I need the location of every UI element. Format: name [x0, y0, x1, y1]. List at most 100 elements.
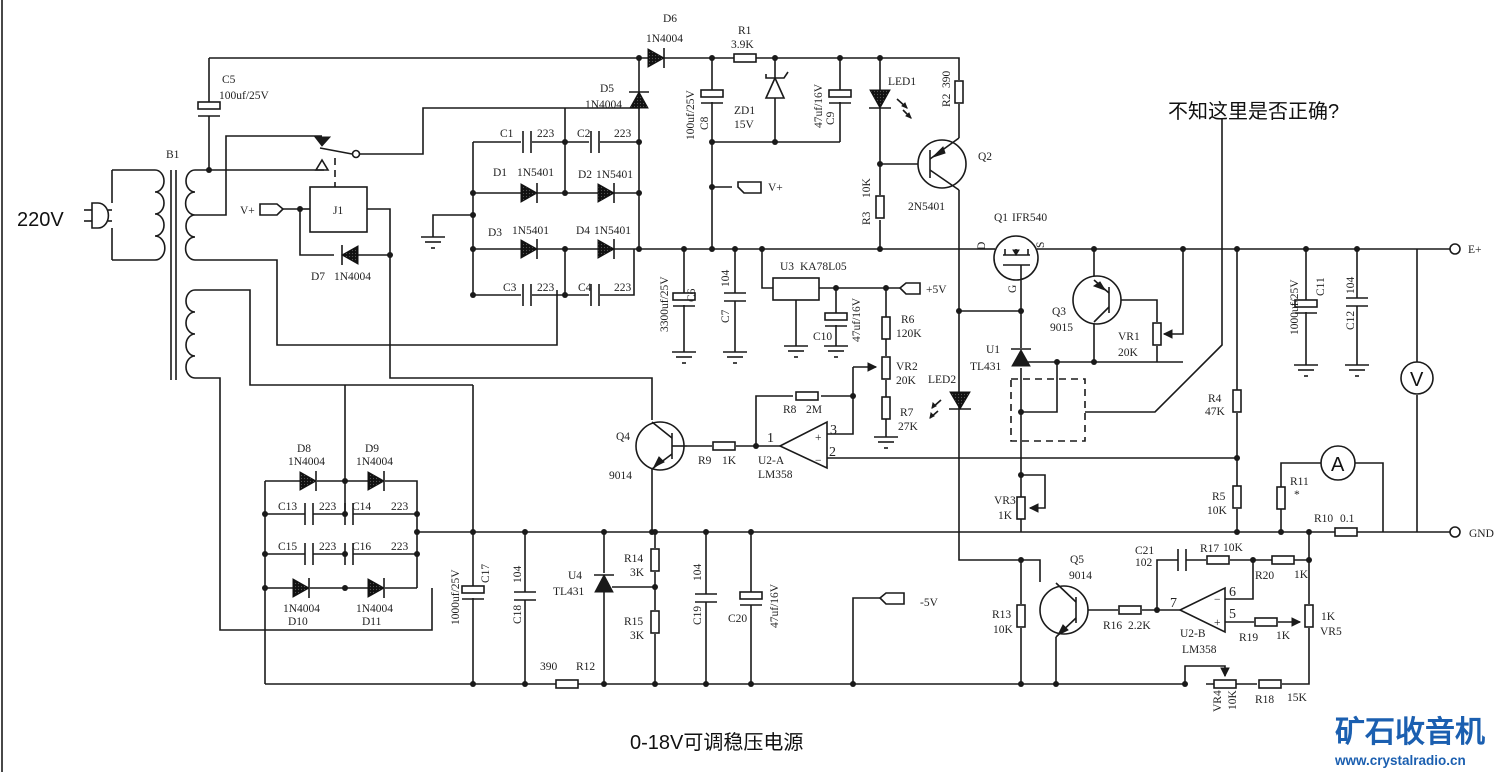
junction-dot [470, 212, 476, 218]
junction-dot [470, 246, 476, 252]
label-led1: LED1 [888, 76, 916, 88]
label-r5: R5 [1212, 491, 1226, 503]
opamp-pin-1: 1 [767, 431, 774, 446]
resistor-r4 [1232, 389, 1242, 413]
ammeter [1320, 445, 1356, 481]
terminal-e-plus[interactable] [1449, 243, 1461, 255]
ground-c6 [672, 351, 696, 364]
junction-dot [1306, 529, 1312, 535]
value-r12: 390 [540, 661, 558, 673]
label-vr5: VR5 [1320, 626, 1342, 638]
terminal-gnd[interactable] [1449, 526, 1461, 538]
label-u2b: U2-B [1180, 628, 1206, 640]
junction-dot [1278, 529, 1284, 535]
value-q2: 2N5401 [908, 201, 945, 213]
value-r5: 10K [1207, 505, 1228, 517]
label-r19: R19 [1239, 632, 1258, 644]
junction-dot [709, 55, 715, 61]
diode-d3 [520, 239, 539, 259]
junction-dots [206, 55, 1360, 687]
label-d6: D6 [663, 13, 677, 25]
label-u1: U1 [986, 344, 1000, 356]
value-d5: 1N4004 [585, 99, 622, 111]
pin-s-q1: S [1035, 242, 1047, 248]
label-c7: C7 [720, 309, 732, 323]
label-b1: B1 [166, 149, 180, 161]
junction-dot [652, 681, 658, 687]
junction-dot [681, 246, 687, 252]
junction-dot [601, 681, 607, 687]
potentiometer-vr4 [1213, 679, 1237, 689]
tag-plus-5v [898, 282, 921, 295]
label-r13: R13 [992, 609, 1011, 621]
opamp-pin-2: 2 [829, 445, 836, 460]
junction-dot [1091, 246, 1097, 252]
junction-dot [1250, 557, 1256, 563]
junction-dot [387, 252, 393, 258]
terminal-label-v-plus-relay: V+ [240, 205, 255, 217]
value-r9: 1K [722, 455, 737, 467]
junction-dot [562, 246, 568, 252]
junction-dot [206, 167, 212, 173]
label-u3: U3 [780, 261, 794, 273]
value-c12: 104 [1345, 277, 1357, 295]
label-c12: C12 [1345, 311, 1357, 330]
resistor-r17 [1206, 555, 1230, 565]
vr4-wiper-arrow [1220, 667, 1230, 678]
value-r20: 1K [1294, 569, 1309, 581]
transistor-q2 [917, 137, 967, 191]
label-q4: Q4 [616, 431, 630, 443]
junction-dot [850, 681, 856, 687]
junction-dot [759, 246, 765, 252]
junction-dot [636, 55, 642, 61]
junction-dot [1354, 246, 1360, 252]
resistor-r11 [1276, 486, 1286, 510]
label-u2a: U2-A [758, 455, 785, 467]
label-q3: Q3 [1052, 306, 1066, 318]
capacitor-c11 [1294, 299, 1318, 314]
led2 [929, 391, 971, 419]
resistor-r18 [1258, 679, 1282, 689]
junction-dot [636, 246, 642, 252]
label-r10: R10 [1314, 513, 1333, 525]
label-r16: R16 [1103, 620, 1122, 632]
label-d9: D9 [365, 443, 379, 455]
value-c17: 1000uf/25V [450, 569, 462, 625]
junction-dot [709, 184, 715, 190]
value-d11: 1N4004 [356, 603, 393, 615]
value-r17: 10K [1223, 542, 1244, 554]
value-q5: 9014 [1069, 570, 1092, 582]
capacitor-c3 [522, 284, 532, 306]
label-c9: C9 [825, 111, 837, 125]
value-d1: 1N5401 [517, 167, 554, 179]
label-d7: D7 [311, 271, 325, 283]
junction-dot [1018, 681, 1024, 687]
pot-wipers [867, 329, 1302, 678]
junction-dot [1306, 557, 1312, 563]
value-c4: 223 [614, 282, 632, 294]
value-d2: 1N5401 [596, 169, 633, 181]
value-c8: 100uf/25V [685, 89, 697, 140]
watermark-brand: 矿石收音机 [1335, 715, 1485, 749]
label-r7: R7 [900, 407, 914, 419]
vr5-wiper-arrow [1291, 617, 1302, 627]
opamp-b-plus: + [1214, 617, 1221, 629]
label-d10: D10 [288, 616, 308, 628]
vr3-wiper-arrow [1028, 503, 1039, 513]
label-d11: D11 [362, 616, 382, 628]
junction-dot [342, 478, 348, 484]
transformer-b1 [154, 169, 196, 380]
ground-u3 [784, 345, 808, 358]
value-c14: 223 [391, 501, 409, 513]
label-c20: C20 [728, 613, 747, 625]
label-c21: C21 [1135, 545, 1154, 557]
label-c16: C16 [352, 541, 371, 553]
junction-dot [1180, 246, 1186, 252]
question-annotation: 不知这里是否正确? [1168, 100, 1339, 123]
value-r8: 2M [806, 404, 822, 416]
potentiometer-vr5 [1304, 604, 1314, 628]
junction-dot [1054, 359, 1060, 365]
diodes [292, 48, 666, 598]
junction-dot [601, 529, 607, 535]
opamp-a-plus: + [815, 432, 822, 444]
